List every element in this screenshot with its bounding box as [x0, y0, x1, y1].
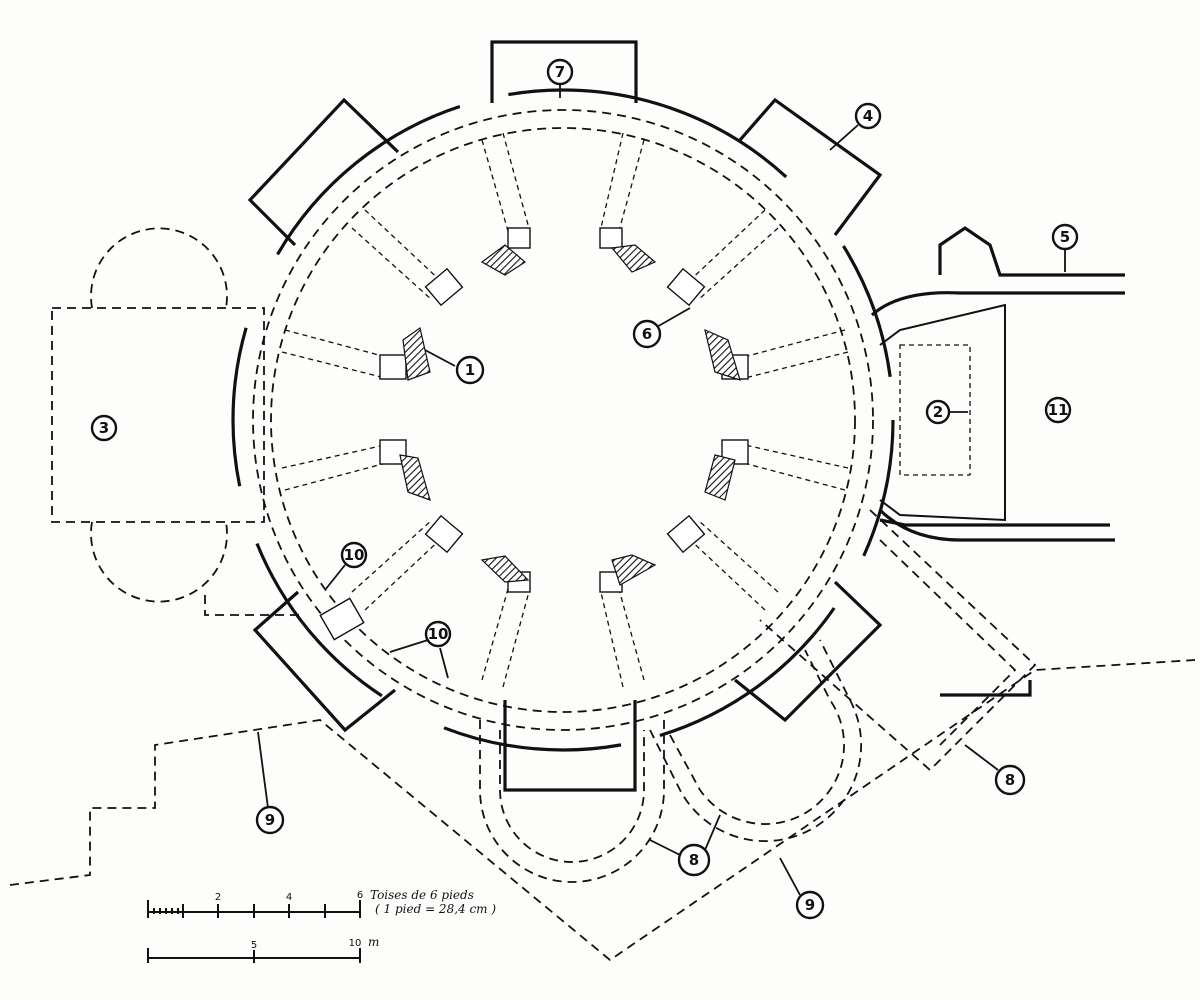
enclosure-boundary: [9, 659, 1196, 962]
south-apses: [479, 509, 1037, 883]
svg-text:10: 10: [428, 625, 449, 643]
ambulatory-inner-ring: [270, 127, 856, 713]
svg-text:9: 9: [265, 811, 275, 829]
marker-9b: 9: [779, 857, 825, 920]
marker-8a: 8: [649, 814, 721, 877]
marker-8b: 8: [964, 744, 1026, 796]
svg-text:5: 5: [1060, 228, 1070, 246]
radial-screens: [281, 132, 849, 688]
marker-5: 5: [1051, 223, 1079, 272]
svg-text:4: 4: [286, 892, 292, 903]
marker-4: 4: [829, 102, 882, 151]
marker-9a: 9: [255, 731, 285, 835]
marker-10b: 10: [389, 620, 452, 679]
svg-text:10: 10: [349, 938, 362, 949]
svg-text:2: 2: [933, 403, 943, 421]
rotunda-outer-wall: [231, 88, 895, 752]
svg-text:Toises de 6 pieds: Toises de 6 pieds: [370, 888, 474, 902]
svg-text:7: 7: [555, 63, 565, 81]
piers: [319, 227, 749, 641]
radiating-chapels: [247, 40, 883, 792]
west-annex: [51, 227, 300, 616]
marker-6: 6: [632, 307, 691, 349]
marker-11: 11: [1044, 396, 1072, 424]
svg-text:4: 4: [863, 107, 873, 125]
east-corridor: [870, 226, 1125, 542]
svg-text:9: 9: [805, 896, 815, 914]
marker-1: 1: [424, 349, 485, 385]
marker-10a: 10: [324, 541, 368, 591]
svg-text:3: 3: [99, 419, 109, 437]
marker-3: 3: [90, 414, 118, 442]
svg-text:10: 10: [344, 546, 365, 564]
scale-bar-toises: 2 4 6 Toises de 6 pieds ( 1 pied = 28,4 …: [147, 888, 496, 918]
ambulatory-outer-ring: [252, 109, 874, 731]
svg-text:2: 2: [215, 892, 221, 903]
marker-7: 7: [546, 58, 574, 98]
svg-text:5: 5: [251, 940, 257, 951]
scale-bar-meters: 5 10 m: [147, 935, 379, 963]
svg-text:8: 8: [689, 851, 699, 869]
svg-text:1: 1: [465, 361, 475, 379]
svg-text:6: 6: [357, 890, 363, 901]
svg-text:( 1 pied = 28,4 cm ): ( 1 pied = 28,4 cm ): [375, 902, 496, 916]
svg-text:8: 8: [1005, 771, 1015, 789]
hatched-pier-remains: [399, 244, 741, 586]
marker-2: 2: [925, 399, 968, 425]
svg-text:m: m: [368, 935, 379, 949]
svg-text:6: 6: [642, 325, 652, 343]
svg-text:11: 11: [1048, 401, 1069, 419]
